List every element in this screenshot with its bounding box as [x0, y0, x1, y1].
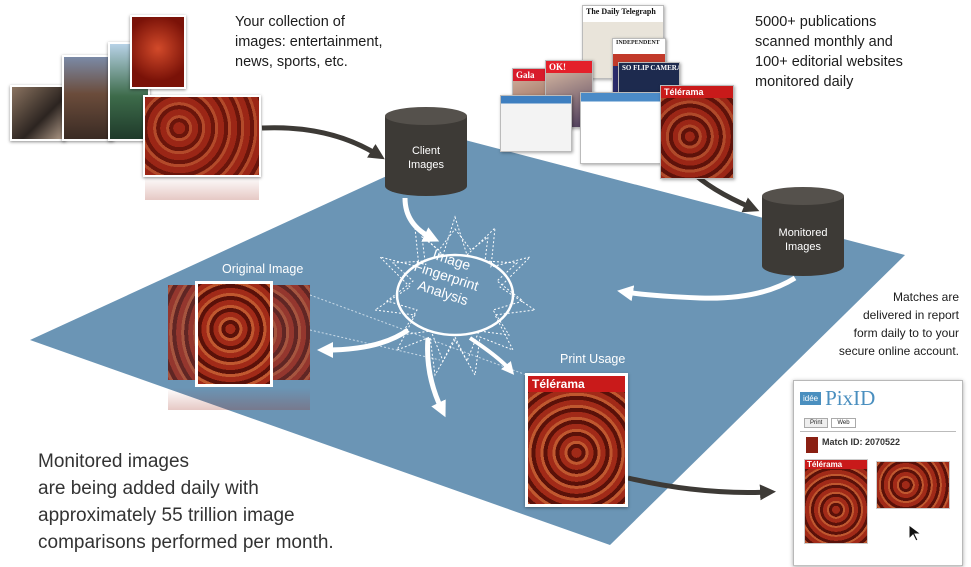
monitored-caption-line-4: comparisons performed per month.	[38, 532, 334, 553]
ok-masthead: OK!	[546, 61, 592, 73]
cursor-icon	[908, 524, 923, 542]
photo-monks-reflection	[145, 176, 259, 200]
match-id: Match ID: 2070522	[822, 437, 901, 447]
photo-building	[62, 55, 114, 141]
report-tabs: Print Web	[804, 418, 856, 428]
matches-caption-line-4: secure online account.	[838, 344, 959, 358]
publications-caption: 5000+ publications scanned monthly and 1…	[755, 12, 903, 92]
blue-plane	[30, 140, 905, 545]
monitored-images-line-2: Images	[784, 241, 822, 253]
fingerprint-star	[373, 215, 537, 377]
pixid-logo: idée PixID	[800, 386, 875, 411]
headline-text: SO FLIP CAMERAS	[622, 64, 680, 72]
publications-caption-line-1: 5000+ publications	[755, 14, 877, 30]
arrow-analysis-to-print	[468, 336, 515, 375]
arrow-analysis-to-original	[317, 327, 410, 358]
collection-caption-line-2: images: entertainment,	[235, 34, 383, 50]
pixid-report: idée PixID Print Web Match ID: 2070522 T…	[793, 380, 963, 566]
client-images-cylinder	[385, 107, 467, 196]
client-images-line-1: Client	[411, 145, 441, 157]
print-usage-label: Print Usage	[560, 352, 626, 366]
monitored-images-line-1: Monitored	[778, 227, 828, 239]
collection-caption-line-1: Your collection of	[235, 14, 345, 30]
arrow-print-to-report	[627, 475, 776, 501]
collection-caption: Your collection of images: entertainment…	[235, 12, 383, 72]
arrow-analysis-to-down	[425, 337, 446, 418]
website-screenshot-1	[500, 95, 572, 152]
report-original-photo	[876, 461, 950, 509]
monitored-images-label: Monitored Images	[760, 226, 846, 254]
match-thumb	[806, 437, 818, 453]
original-image-frame	[195, 281, 273, 387]
photo-monks	[143, 95, 261, 177]
matches-caption-line-3: form daily to to your	[853, 326, 959, 340]
arrow-monitored-to-analysis	[617, 275, 797, 302]
monitored-images-cylinder	[762, 187, 844, 276]
tab-print[interactable]: Print	[804, 418, 829, 428]
original-image-reflection	[168, 388, 310, 410]
magazine-telerama-cover: Télérama	[660, 85, 734, 179]
telerama-masthead: Télérama	[661, 86, 733, 98]
client-images-label: Client Images	[383, 144, 469, 172]
monitored-caption-line-1: Monitored images	[38, 451, 190, 472]
print-usage-masthead: Télérama	[528, 376, 625, 392]
matches-caption-line-1: Matches are	[892, 290, 959, 304]
pixid-logo-text: PixID	[825, 386, 876, 410]
print-usage-magazine: Télérama	[525, 373, 628, 507]
monitored-caption-line-2: are being added daily with	[38, 478, 259, 499]
arrow-client-to-analysis	[402, 197, 440, 242]
report-telerama-cover: Télérama	[804, 459, 868, 544]
collection-caption-line-3: news, sports, etc.	[235, 54, 348, 70]
report-telerama-masthead: Télérama	[805, 460, 867, 469]
monitored-caption-line-3: approximately 55 trillion image	[38, 505, 295, 526]
photo-red	[130, 15, 186, 89]
tab-web[interactable]: Web	[831, 418, 856, 428]
publications-caption-line-4: monitored daily	[755, 74, 854, 90]
publications-caption-line-2: scanned monthly and	[755, 34, 893, 50]
monitored-caption: Monitored images are being added daily w…	[38, 448, 334, 556]
telegraph-masthead: The Daily Telegraph	[586, 7, 656, 16]
arrow-collection-to-client	[261, 125, 385, 160]
photo-woman	[10, 85, 66, 141]
website-screenshot-2	[580, 92, 668, 164]
client-images-line-2: Images	[407, 159, 445, 171]
independent-masthead: INDEPENDENT	[616, 40, 660, 46]
matches-caption: Matches are delivered in report form dai…	[839, 288, 959, 360]
pixid-logo-badge: idée	[800, 392, 822, 405]
original-image-label: Original Image	[222, 262, 304, 276]
report-divider	[800, 431, 956, 432]
matches-caption-line-2: delivered in report	[862, 308, 959, 322]
publications-caption-line-3: 100+ editorial websites	[755, 54, 903, 70]
